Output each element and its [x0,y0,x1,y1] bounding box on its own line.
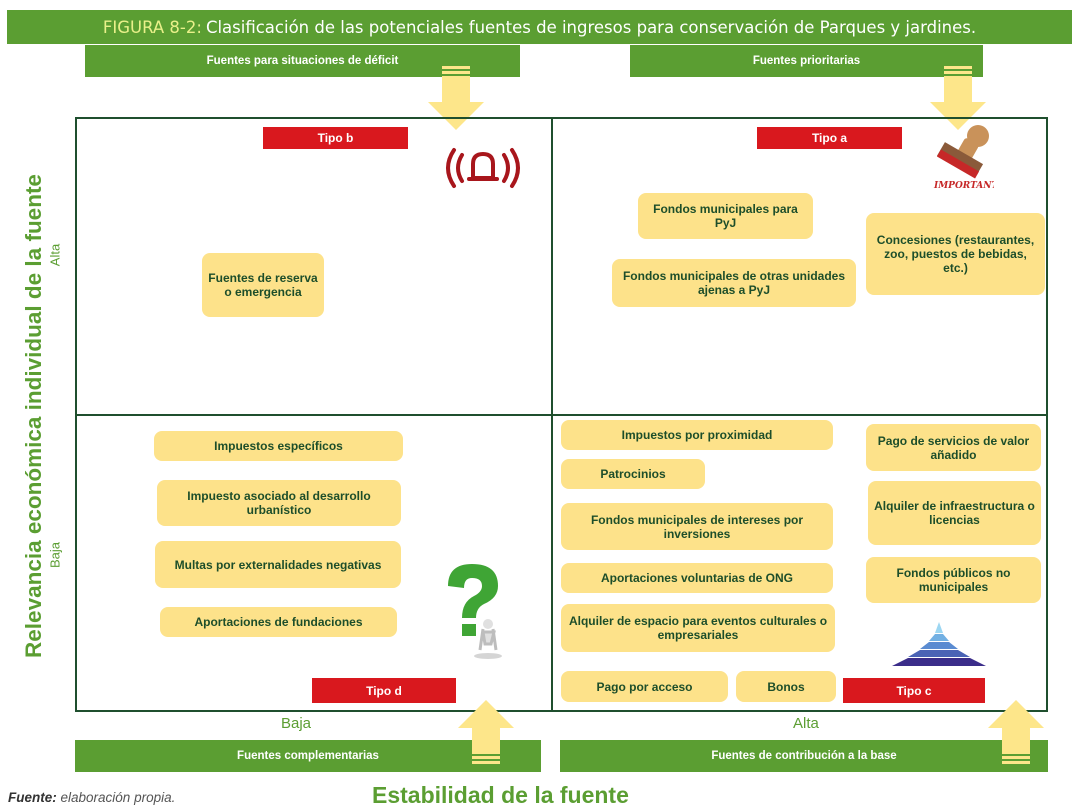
pyramid-icon [892,622,986,666]
quadrant-matrix [75,117,1048,712]
x-level-high: Alta [793,715,819,732]
source-box-intereses: Fondos municipales de intereses por inve… [561,503,833,550]
horizontal-divider [77,414,1046,416]
source-box-impuesto-urbanistico: Impuesto asociado al desarrollo urbaníst… [157,480,401,526]
source-box-fundaciones: Aportaciones de fundaciones [160,607,397,637]
source-box-fondos-publicos: Fondos públicos no municipales [866,557,1041,603]
source-box-bonos: Bonos [736,671,836,702]
down-arrow-left [428,66,484,130]
figure-title-text: Clasificación de las potenciales fuentes… [205,17,977,37]
x-level-low: Baja [281,715,312,732]
tipo-c-label: Tipo c [843,678,985,703]
up-arrow-right [988,700,1044,764]
source-label: Fuente: [8,790,57,805]
source-box-alquiler-infra: Alquiler de infraestructura o licencias [868,481,1041,545]
important-stamp-icon: IMPORTANT [933,125,994,191]
source-box-fondos-otras: Fondos municipales de otras unidades aje… [612,259,856,307]
source-box-impuestos-especificos: Impuestos específicos [154,431,403,461]
tipo-b-label: Tipo b [263,127,408,149]
source-box-patrocinios: Patrocinios [561,459,705,489]
top-bar-deficit: Fuentes para situaciones de déficit [85,45,520,77]
source-note: Fuente: elaboración propia. [8,790,175,805]
tipo-d-label: Tipo d [312,678,456,703]
tipo-a-label: Tipo a [757,127,902,149]
figure-title: FIGURA 8-2: Clasificación de las potenci… [7,10,1072,44]
bottom-bar-base: Fuentes de contribución a la base [560,740,1048,772]
x-axis-title: Estabilidad de la fuente [372,782,629,808]
source-text: elaboración propia. [60,790,176,805]
source-box-fondos-pyj: Fondos municipales para PyJ [638,193,813,239]
source-box-ong: Aportaciones voluntarias de ONG [561,563,833,593]
y-axis-title: Relevancia económica individual de la fu… [21,174,46,658]
source-box-concesiones: Concesiones (restaurantes, zoo, puestos … [866,213,1045,295]
alarm-bell-icon [446,148,520,188]
question-mark-icon [448,564,502,659]
source-box-pago-acceso: Pago por acceso [561,671,728,702]
source-box-reserva: Fuentes de reserva o emergencia [202,253,324,317]
source-box-alquiler-espacio: Alquiler de espacio para eventos cultura… [561,604,835,652]
y-level-low: Baja [47,541,63,569]
top-bar-prioritarias: Fuentes prioritarias [630,45,983,77]
down-arrow-right [930,66,986,130]
up-arrow-left [458,700,514,764]
y-level-high: Alta [47,243,63,267]
source-box-proximidad: Impuestos por proximidad [561,420,833,450]
source-box-multas: Multas por externalidades negativas [155,541,401,588]
bottom-bar-complementarias: Fuentes complementarias [75,740,541,772]
figure-title-prefix: FIGURA 8-2: [102,17,202,37]
stamp-text: IMPORTANT [933,181,994,191]
source-box-servicios: Pago de servicios de valor añadido [866,424,1041,471]
